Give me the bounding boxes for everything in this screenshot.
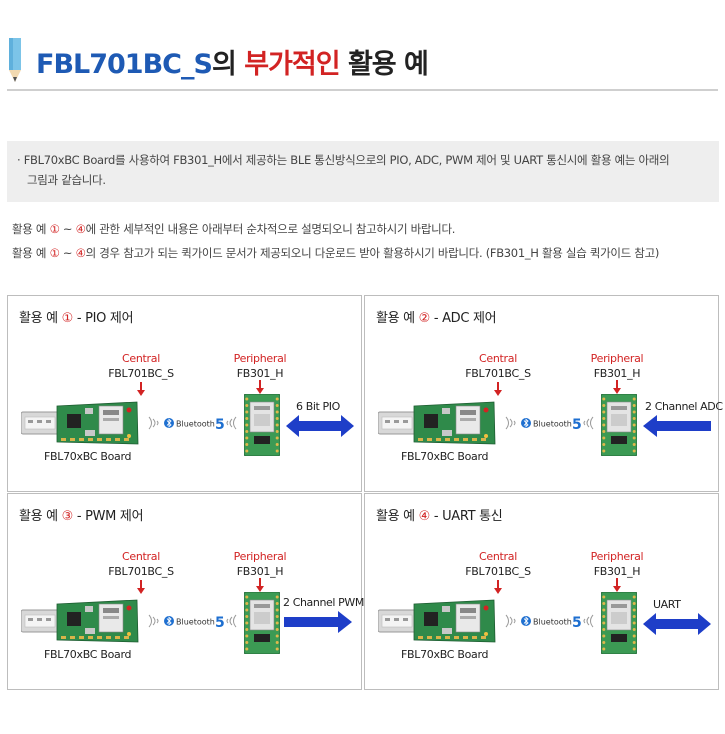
panel-title-text: - PIO 제어 xyxy=(73,311,134,326)
panel-title: 활용 예 ③ - PWM 제어 xyxy=(19,505,144,524)
central-label: Central xyxy=(479,550,517,563)
bluetooth-label: Bluetooth xyxy=(533,618,572,627)
board-label: FBL70xBC Board xyxy=(401,450,489,463)
fb301h-module-image xyxy=(601,394,637,456)
peripheral-pointer-arrow-icon xyxy=(256,578,264,592)
io-direction-arrow-icon xyxy=(643,415,711,437)
note-2: 활용 예 ① ~ ④의 경우 참고가 되는 퀵가이드 문서가 제공되오니 다운로… xyxy=(12,241,659,265)
page-title: FBL701BC_S의 부가적인 활용 예 xyxy=(36,42,429,81)
panel-number: ② xyxy=(418,311,431,326)
bluetooth-label: Bluetooth xyxy=(176,420,215,429)
central-device-name: FBL701BC_S xyxy=(108,367,174,380)
fbl70xbc-board-image xyxy=(378,599,496,643)
peripheral-pointer-arrow-icon xyxy=(613,380,621,394)
note-2-circle-1: ① xyxy=(49,246,60,260)
peripheral-label: Peripheral xyxy=(590,550,644,563)
intro-line-1: · FBL70xBC Board를 사용하여 FB301_H에서 제공하는 BL… xyxy=(17,153,670,167)
bluetooth-label: Bluetooth xyxy=(176,618,215,627)
io-label: 2 Channel ADC xyxy=(645,400,723,413)
title-suffix: 활용 예 xyxy=(339,49,429,80)
panel-title: 활용 예 ④ - UART 통신 xyxy=(376,505,503,524)
panel-title-text: - ADC 제어 xyxy=(430,311,497,326)
note-2-text: 의 경우 참고가 되는 퀵가이드 문서가 제공되오니 다운로드 받아 활용하시기… xyxy=(85,246,660,260)
panel-title-prefix: 활용 예 xyxy=(19,311,62,326)
fb301h-module-image xyxy=(601,592,637,654)
central-pointer-arrow-icon xyxy=(494,580,502,594)
pencil-icon xyxy=(9,38,21,82)
panel-number: ④ xyxy=(418,509,431,524)
central-pointer-arrow-icon xyxy=(494,382,502,396)
note-1-prefix: 활용 예 xyxy=(12,222,50,236)
central-pointer-arrow-icon xyxy=(137,382,145,396)
note-1: 활용 예 ① ~ ④에 관한 세부적인 내용은 아래부터 순차적으로 설명되오니… xyxy=(12,217,659,241)
panel-title-prefix: 활용 예 xyxy=(376,311,419,326)
note-1-text: 에 관한 세부적인 내용은 아래부터 순차적으로 설명되오니 참고하시기 바랍니… xyxy=(85,222,456,236)
note-1-circle-4: ④ xyxy=(75,222,86,236)
note-2-prefix: 활용 예 xyxy=(12,246,50,260)
peripheral-label: Peripheral xyxy=(590,352,644,365)
io-direction-arrow-icon xyxy=(643,613,711,635)
peripheral-label: Peripheral xyxy=(233,550,287,563)
panel-title-text: - UART 통신 xyxy=(430,509,503,524)
peripheral-pointer-arrow-icon xyxy=(613,578,621,592)
panel-title-prefix: 활용 예 xyxy=(376,509,419,524)
title-divider xyxy=(7,89,718,91)
fb301h-module-image xyxy=(244,394,280,456)
central-device-name: FBL701BC_S xyxy=(465,565,531,578)
title-model: FBL701BC_S xyxy=(36,49,213,80)
io-label: 2 Channel PWM xyxy=(283,596,364,609)
io-direction-arrow-icon xyxy=(286,415,354,437)
io-label: UART xyxy=(653,598,681,611)
panel-title-prefix: 활용 예 xyxy=(19,509,62,524)
panel-title-text: - PWM 제어 xyxy=(73,509,144,524)
board-label: FBL70xBC Board xyxy=(401,648,489,661)
io-label: 6 Bit PIO xyxy=(296,400,340,413)
fbl70xbc-board-image xyxy=(21,599,139,643)
note-1-circle-1: ① xyxy=(49,222,60,236)
panel-number: ③ xyxy=(61,509,74,524)
fbl70xbc-board-image xyxy=(21,401,139,445)
peripheral-device-name: FB301_H xyxy=(236,565,284,578)
panel-number: ① xyxy=(61,311,74,326)
peripheral-device-name: FB301_H xyxy=(236,367,284,380)
peripheral-pointer-arrow-icon xyxy=(256,380,264,394)
bluetooth-label: Bluetooth xyxy=(533,420,572,429)
title-highlight: 부가적인 xyxy=(244,49,340,80)
central-device-name: FBL701BC_S xyxy=(465,367,531,380)
peripheral-label: Peripheral xyxy=(233,352,287,365)
title-particle: 의 xyxy=(211,49,245,80)
central-pointer-arrow-icon xyxy=(137,580,145,594)
central-label: Central xyxy=(479,352,517,365)
peripheral-device-name: FB301_H xyxy=(593,367,641,380)
intro-line-2: 그림과 같습니다. xyxy=(27,173,106,187)
notes: 활용 예 ① ~ ④에 관한 세부적인 내용은 아래부터 순차적으로 설명되오니… xyxy=(12,217,659,265)
peripheral-device-name: FB301_H xyxy=(593,565,641,578)
central-label: Central xyxy=(122,550,160,563)
bluetooth-version: 5 xyxy=(215,615,225,631)
central-label: Central xyxy=(122,352,160,365)
fb301h-module-image xyxy=(244,592,280,654)
bluetooth-version: 5 xyxy=(572,615,582,631)
bluetooth-version: 5 xyxy=(572,417,582,433)
note-1-tilde: ~ xyxy=(59,222,76,236)
panel-title: 활용 예 ② - ADC 제어 xyxy=(376,307,497,326)
note-2-tilde: ~ xyxy=(59,246,76,260)
central-device-name: FBL701BC_S xyxy=(108,565,174,578)
board-label: FBL70xBC Board xyxy=(44,450,132,463)
board-label: FBL70xBC Board xyxy=(44,648,132,661)
panel-title: 활용 예 ① - PIO 제어 xyxy=(19,307,134,326)
note-2-circle-4: ④ xyxy=(75,246,86,260)
fbl70xbc-board-image xyxy=(378,401,496,445)
intro-box: · FBL70xBC Board를 사용하여 FB301_H에서 제공하는 BL… xyxy=(7,141,719,202)
io-direction-arrow-icon xyxy=(284,611,352,633)
bluetooth-version: 5 xyxy=(215,417,225,433)
